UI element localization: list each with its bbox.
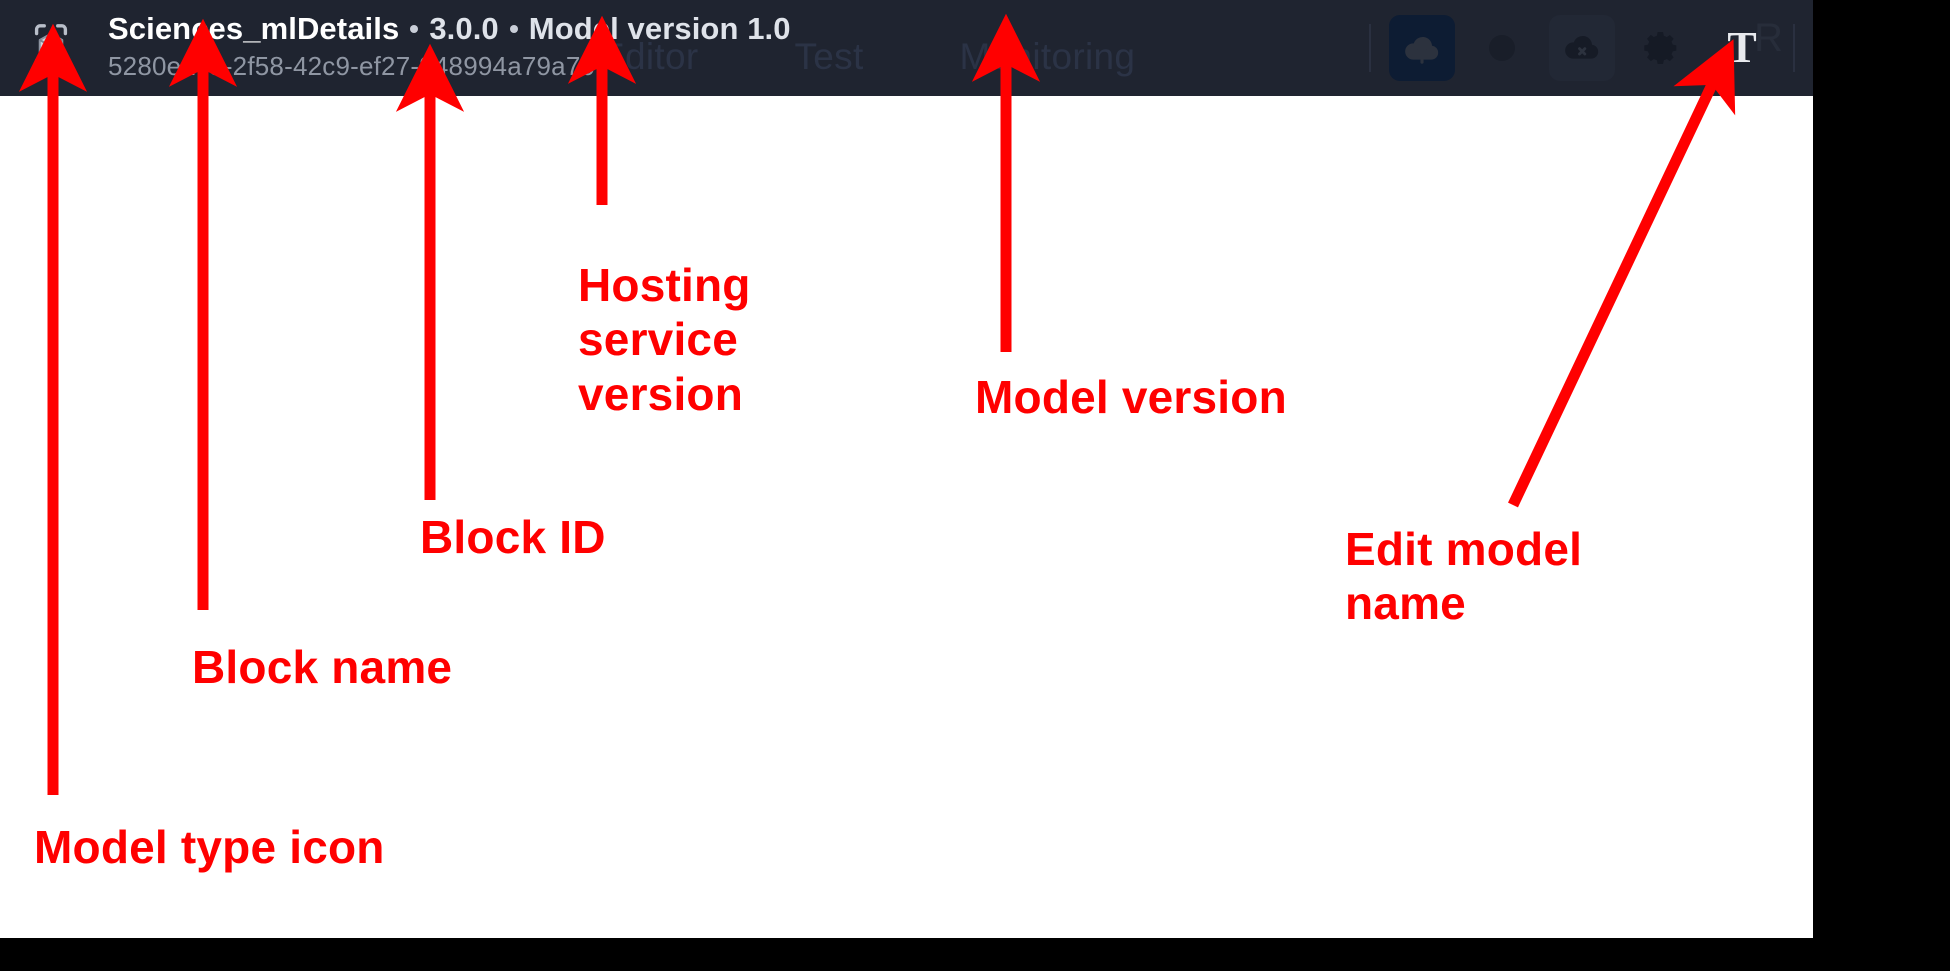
model-type-icon[interactable] (22, 18, 80, 76)
toolbar-divider-right (1793, 24, 1795, 72)
text-T-icon: T (1727, 23, 1757, 72)
toolbar-divider-left (1369, 24, 1371, 72)
header-toolbar: T (1365, 10, 1799, 86)
block-name-text: Sciences_mlDetails (108, 11, 400, 46)
annotation-model-type-icon: Model type icon (34, 821, 385, 873)
annotation-block-id: Block ID (420, 511, 606, 563)
annotation-model-version: Model version (975, 371, 1287, 423)
annotation-canvas: Editor Test Monitoring (0, 0, 1813, 938)
title-separator-dot-2 (509, 24, 518, 33)
status-dot-icon (1489, 35, 1515, 61)
hosting-service-version-text: 3.0.0 (429, 11, 499, 46)
annotation-edit-model-name: Edit model name (1345, 523, 1583, 630)
header-title-block: Sciences_mlDetails 3.0.0 Model version 1… (108, 13, 791, 79)
tab-monitoring[interactable]: Monitoring (959, 36, 1136, 77)
page-title: Sciences_mlDetails 3.0.0 Model version 1… (108, 13, 791, 44)
ghost-avatar-letter: R (1754, 16, 1783, 60)
deploy-button[interactable] (1389, 15, 1455, 81)
annotation-hosting-service-version: Hosting service version (578, 259, 751, 420)
cloud-upload-icon (1405, 36, 1439, 64)
annotation-block-name: Block name (192, 641, 453, 693)
settings-button[interactable] (1629, 15, 1695, 81)
block-id-text: 5280e1c5-2f58-42c9-ef27-948994a79a70 (108, 51, 596, 81)
arrow-edit-model-name (1508, 39, 1736, 508)
status-indicator-button[interactable] (1469, 15, 1535, 81)
application-header-bar: Editor Test Monitoring (0, 0, 1813, 96)
gear-icon (1644, 32, 1677, 64)
model-version-text: Model version 1.0 (528, 11, 791, 46)
title-separator-dot-1 (410, 24, 419, 33)
annotation-arrow-layer (18, 13, 1736, 795)
undeploy-button[interactable] (1549, 15, 1615, 81)
cloud-x-icon (1565, 35, 1599, 59)
tab-test[interactable]: Test (794, 36, 864, 77)
